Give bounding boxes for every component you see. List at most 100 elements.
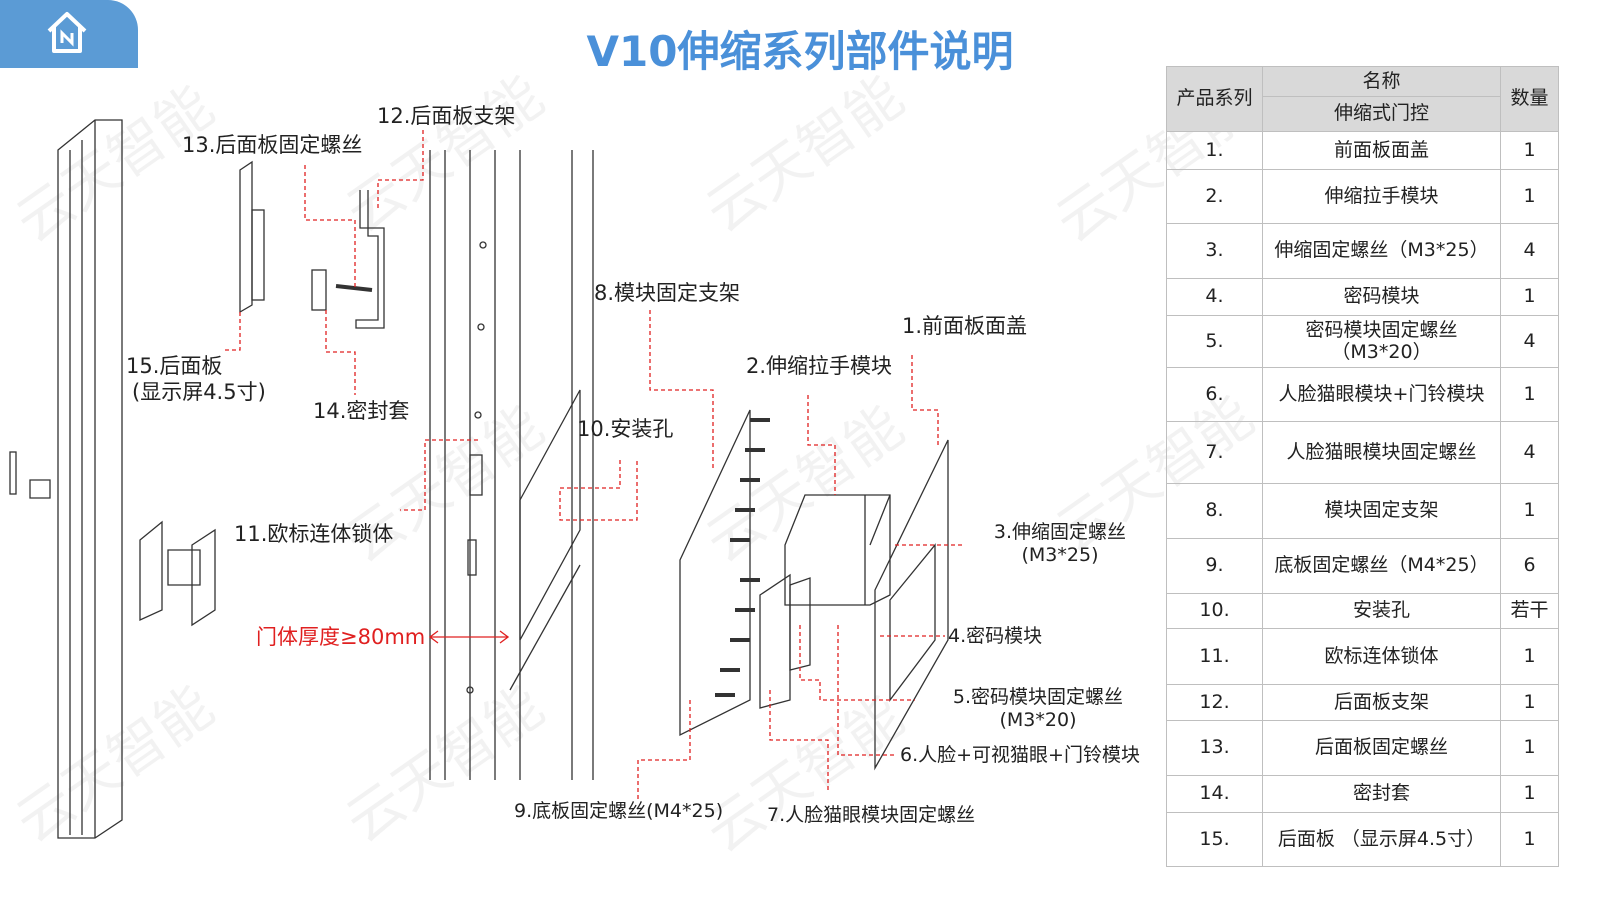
cell-name: 人脸猫眼模块+门铃模块	[1262, 367, 1501, 422]
leader-lines	[222, 130, 965, 800]
lock-body	[139, 520, 216, 627]
mounting-plate	[509, 389, 581, 691]
cell-no: 10.	[1166, 593, 1263, 629]
door-panel	[429, 150, 594, 780]
label-12: 12.后面板支架	[377, 104, 516, 128]
cell-no: 13.	[1166, 720, 1263, 776]
table-row: 5.密码模块固定螺丝（M3*20）4	[1166, 315, 1559, 368]
seal-sleeve	[311, 269, 327, 311]
cell-no: 6.	[1166, 367, 1263, 422]
cell-no: 3.	[1166, 223, 1263, 279]
label-14: 14.密封套	[313, 399, 410, 423]
label-1: 1.前面板面盖	[902, 314, 1028, 338]
door-thickness-label: 门体厚度≥80mm	[256, 625, 426, 649]
keypad-module	[759, 573, 811, 709]
cell-name: 模块固定支架	[1262, 483, 1501, 539]
cell-no: 15.	[1166, 812, 1263, 867]
cell-qty: 6	[1500, 538, 1559, 594]
cell-no: 8.	[1166, 483, 1263, 539]
label-15: 15.后面板	[126, 354, 223, 378]
cell-name: 伸缩固定螺丝（M3*25）	[1262, 223, 1501, 279]
screw	[335, 284, 373, 292]
cell-name: 密码模块固定螺丝（M3*20）	[1262, 315, 1501, 368]
cell-qty: 1	[1500, 628, 1559, 685]
label-3: 3.伸缩固定螺丝(M3*25)	[993, 521, 1127, 566]
cell-no: 2.	[1166, 169, 1263, 224]
home-icon	[47, 12, 87, 53]
page-title: V10伸缩系列部件说明	[586, 27, 1014, 76]
label-6: 6.人脸+可视猫眼+门铃模块	[900, 744, 1140, 766]
cell-qty: 1	[1500, 483, 1559, 539]
cell-name: 密码模块	[1262, 278, 1501, 316]
label-8: 8.模块固定支架	[594, 281, 741, 305]
cell-no: 9.	[1166, 538, 1263, 594]
table-row: 9.底板固定螺丝（M4*25）6	[1166, 538, 1559, 594]
label-13: 13.后面板固定螺丝	[182, 133, 363, 157]
cell-qty: 4	[1500, 421, 1559, 484]
label-4: 4.密码模块	[948, 625, 1043, 647]
cell-name: 后面板支架	[1262, 684, 1501, 721]
cell-qty: 1	[1500, 169, 1559, 224]
small-parts-left	[9, 451, 51, 499]
header-series: 产品系列	[1166, 66, 1263, 132]
cell-qty: 1	[1500, 278, 1559, 316]
cell-no: 12.	[1166, 684, 1263, 721]
cell-no: 1.	[1166, 131, 1263, 170]
exploded-view-diagram	[9, 119, 965, 839]
rear-bracket	[355, 190, 385, 329]
cell-name: 底板固定螺丝（M4*25）	[1262, 538, 1501, 594]
thickness-arrow	[428, 630, 510, 644]
rear-panel	[239, 160, 265, 314]
header-type: 伸缩式门控	[1262, 96, 1501, 132]
table-row: 10.安装孔若干	[1166, 593, 1559, 629]
cell-no: 11.	[1166, 628, 1263, 685]
module-bracket	[679, 409, 770, 737]
cell-no: 4.	[1166, 278, 1263, 316]
cell-qty: 1	[1500, 367, 1559, 422]
cell-qty: 若干	[1500, 593, 1559, 629]
cell-qty: 1	[1500, 812, 1559, 867]
handle-module	[784, 494, 891, 606]
cell-name: 人脸猫眼模块固定螺丝	[1262, 421, 1501, 484]
cell-name: 欧标连体锁体	[1262, 628, 1501, 685]
table-row: 15.后面板 （显示屏4.5寸）1	[1166, 812, 1559, 867]
table-row: 3.伸缩固定螺丝（M3*25）4	[1166, 223, 1559, 279]
cell-no: 14.	[1166, 775, 1263, 813]
cell-no: 5.	[1166, 315, 1263, 368]
cell-qty: 4	[1500, 315, 1559, 368]
header-name: 名称	[1262, 66, 1501, 97]
cell-name: 伸缩拉手模块	[1262, 169, 1501, 224]
home-button[interactable]	[0, 0, 138, 68]
cell-name: 密封套	[1262, 775, 1501, 813]
cell-qty: 1	[1500, 131, 1559, 170]
front-cover	[874, 439, 949, 771]
cell-qty: 1	[1500, 775, 1559, 813]
label-7: 7.人脸猫眼模块固定螺丝	[767, 804, 976, 826]
header-qty: 数量	[1500, 66, 1559, 132]
cell-name: 后面板 （显示屏4.5寸）	[1262, 812, 1501, 867]
cell-name: 安装孔	[1262, 593, 1501, 629]
label-15-sub: (显示屏4.5寸)	[132, 380, 266, 404]
label-5: 5.密码模块固定螺丝(M3*20)	[952, 686, 1124, 731]
label-2: 2.伸缩拉手模块	[746, 354, 893, 378]
cell-no: 7.	[1166, 421, 1263, 484]
label-11: 11.欧标连体锁体	[234, 522, 394, 546]
cell-qty: 1	[1500, 684, 1559, 721]
cell-qty: 4	[1500, 223, 1559, 279]
door-side-panel	[57, 119, 123, 839]
cell-name: 后面板固定螺丝	[1262, 720, 1501, 776]
cell-name: 前面板面盖	[1262, 131, 1501, 170]
cell-qty: 1	[1500, 720, 1559, 776]
label-9: 9.底板固定螺丝(M4*25)	[514, 800, 724, 822]
